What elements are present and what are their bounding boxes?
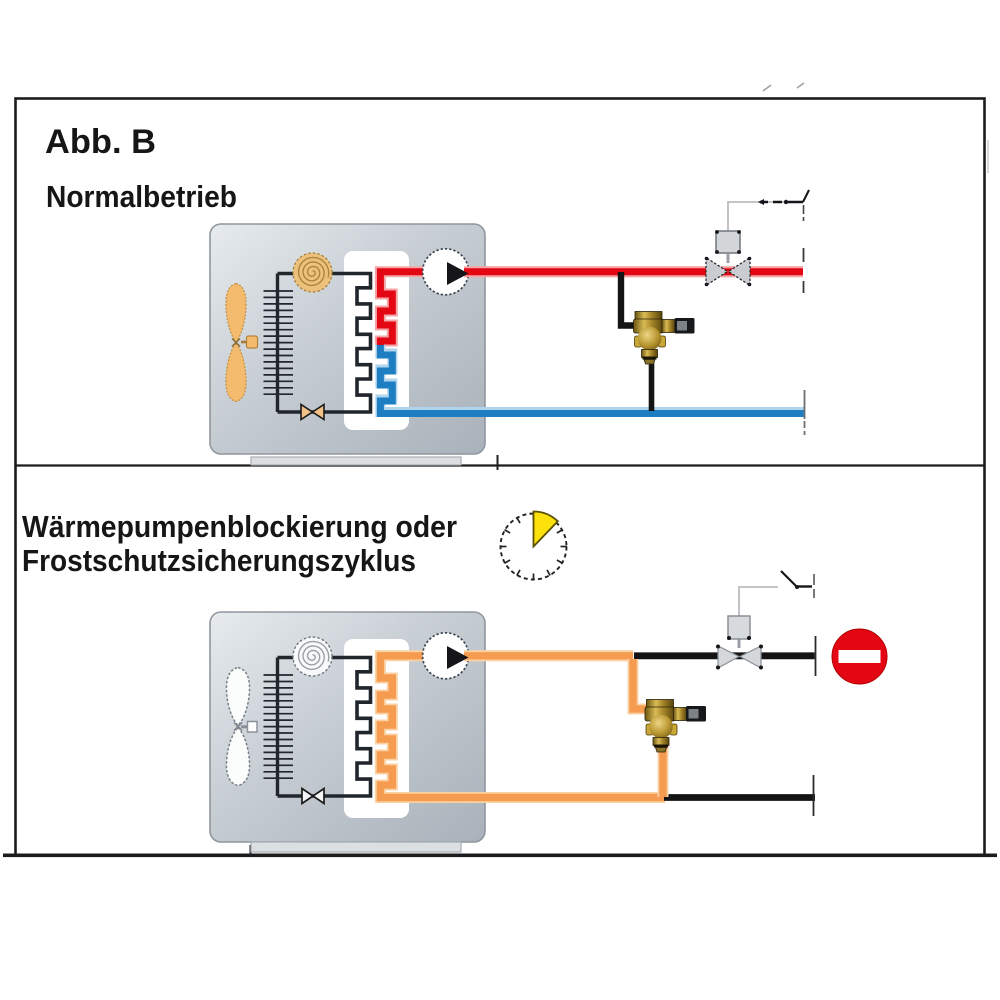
svg-text:Frostschutzsicherungszyklus: Frostschutzsicherungszyklus: [22, 543, 416, 578]
svg-text:Abb. B: Abb. B: [45, 123, 156, 161]
svg-text:Normalbetrieb: Normalbetrieb: [46, 179, 237, 214]
svg-text:Wärmepumpenblockierung oder: Wärmepumpenblockierung oder: [22, 509, 457, 544]
